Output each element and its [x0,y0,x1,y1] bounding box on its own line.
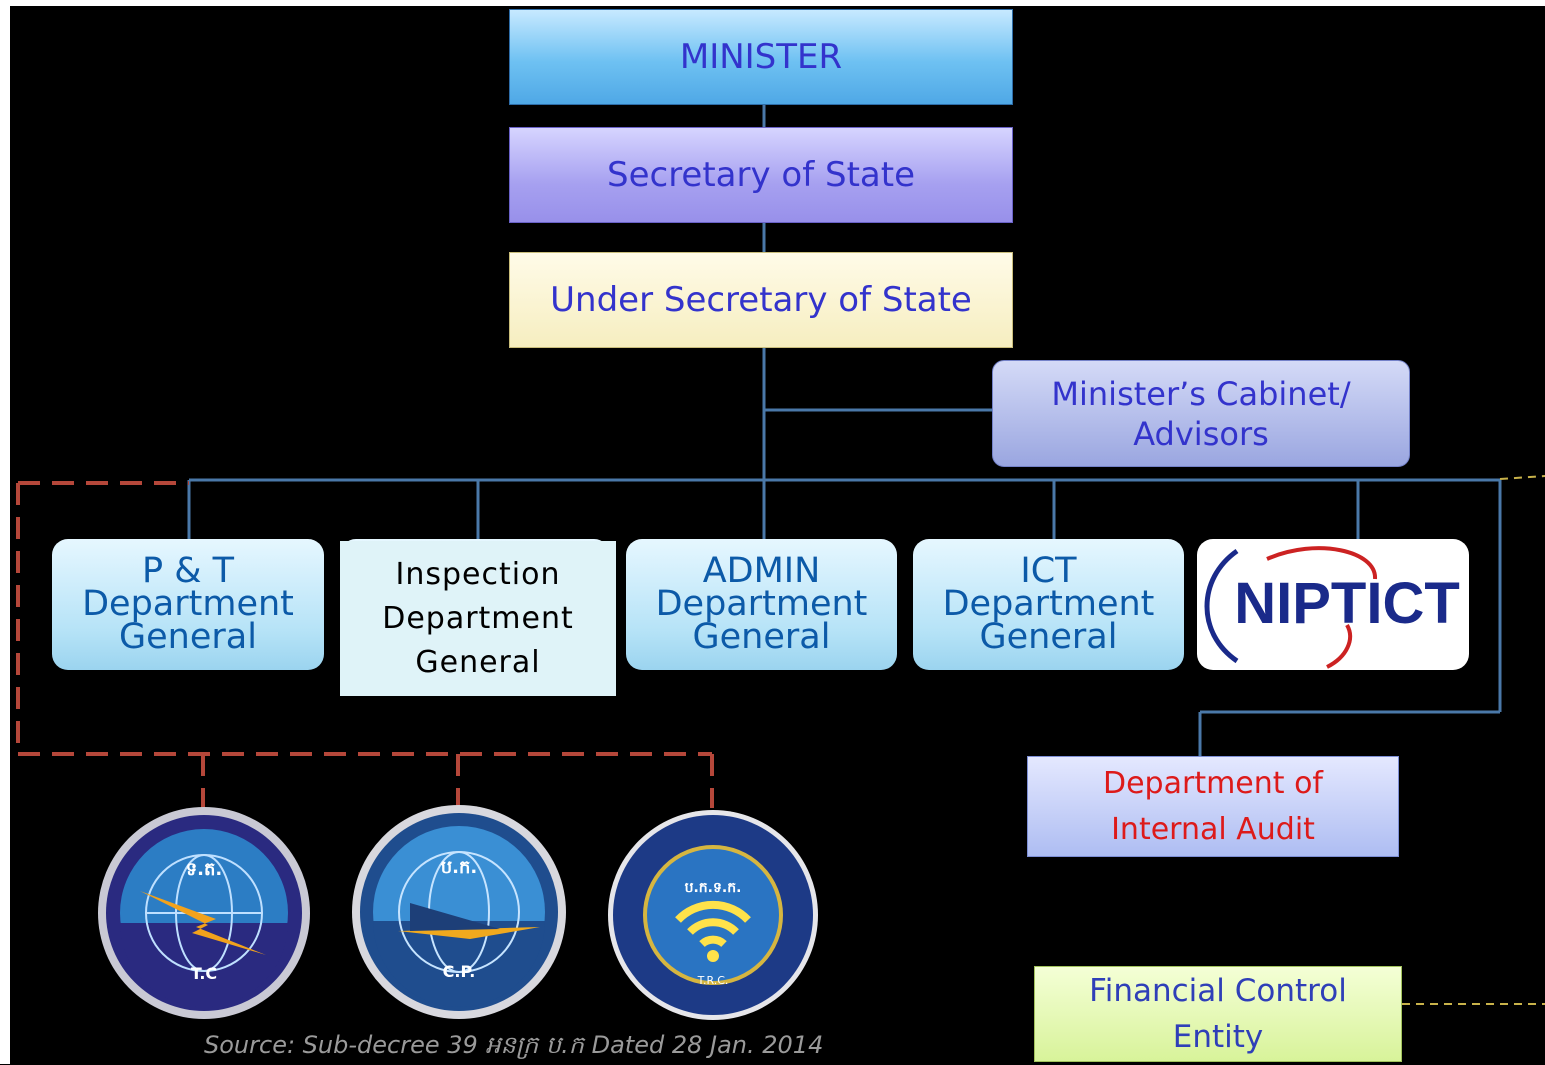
cabinet-label-line2: Advisors [1133,414,1269,453]
inspection-label-line2: Department [382,600,574,636]
minister-box: MINISTER [509,9,1013,105]
minister-label: MINISTER [679,37,843,77]
audit-label-line2: Internal Audit [1111,811,1315,847]
tc-seal-logo: ទ.ត. T.C [98,807,310,1019]
admin-label-line1: ADMIN [702,551,821,591]
pt-label-line1: P & T [141,551,235,591]
admin-label-line2: Department [655,584,868,624]
cabinet-advisors-box: Minister’s Cabinet/ Advisors [992,360,1410,467]
cabinet-label-line1: Minister’s Cabinet/ [1051,374,1351,413]
trc-seal-logo: ប.ក.ទ.ក. T.R.C. [608,810,818,1020]
svg-text:ប.ក.: ប.ក. [441,857,478,878]
svg-text:ប.ក.ទ.ក.: ប.ក.ទ.ក. [685,880,742,896]
pt-label-line3: General [119,617,257,657]
svg-text:ទ.ត.: ទ.ត. [186,859,223,880]
internal-audit-box: Department of Internal Audit [1027,756,1399,857]
ict-label-line1: ICT [1020,551,1077,591]
ict-label-line3: General [979,617,1118,657]
secretary-of-state-label: Secretary of State [607,155,915,195]
inspection-department-box: Inspection Department General [340,541,616,696]
niptict-logo: NIPTICT [1204,546,1460,669]
dashed-red-links [16,481,714,808]
inspection-label-line1: Inspection [395,556,561,592]
admin-label-line3: General [692,617,831,657]
secretary-of-state-box: Secretary of State [509,127,1013,223]
audit-label-line1: Department of [1103,765,1323,801]
inspection-label-line3: General [415,644,541,680]
ict-department-box: ICT Department General [913,539,1184,670]
svg-text:T.R.C.: T.R.C. [697,974,729,987]
source-caption: Source: Sub-decree 39 អនក្រ ប.ក Dated 28… [204,1031,824,1059]
pt-department-box: P & T Department General [52,539,324,670]
svg-text:T.C: T.C [191,964,217,983]
financial-label-line2: Entity [1172,1019,1264,1055]
admin-department-box: ADMIN Department General [626,539,897,670]
svg-text:NIPTICT: NIPTICT [1234,571,1460,636]
financial-label-line1: Financial Control [1089,973,1347,1009]
under-secretary-label: Under Secretary of State [550,280,972,320]
svg-text:C.P.: C.P. [443,962,476,981]
financial-control-box: Financial Control Entity [1034,966,1402,1062]
niptict-logo-box: NIPTICT [1197,539,1469,670]
cp-seal-logo: ប.ក. C.P. [352,805,566,1019]
pt-label-line2: Department [82,584,294,624]
dashed-yellow-links [1402,475,1545,1005]
under-secretary-box: Under Secretary of State [509,252,1013,348]
ict-label-line2: Department [942,584,1155,624]
